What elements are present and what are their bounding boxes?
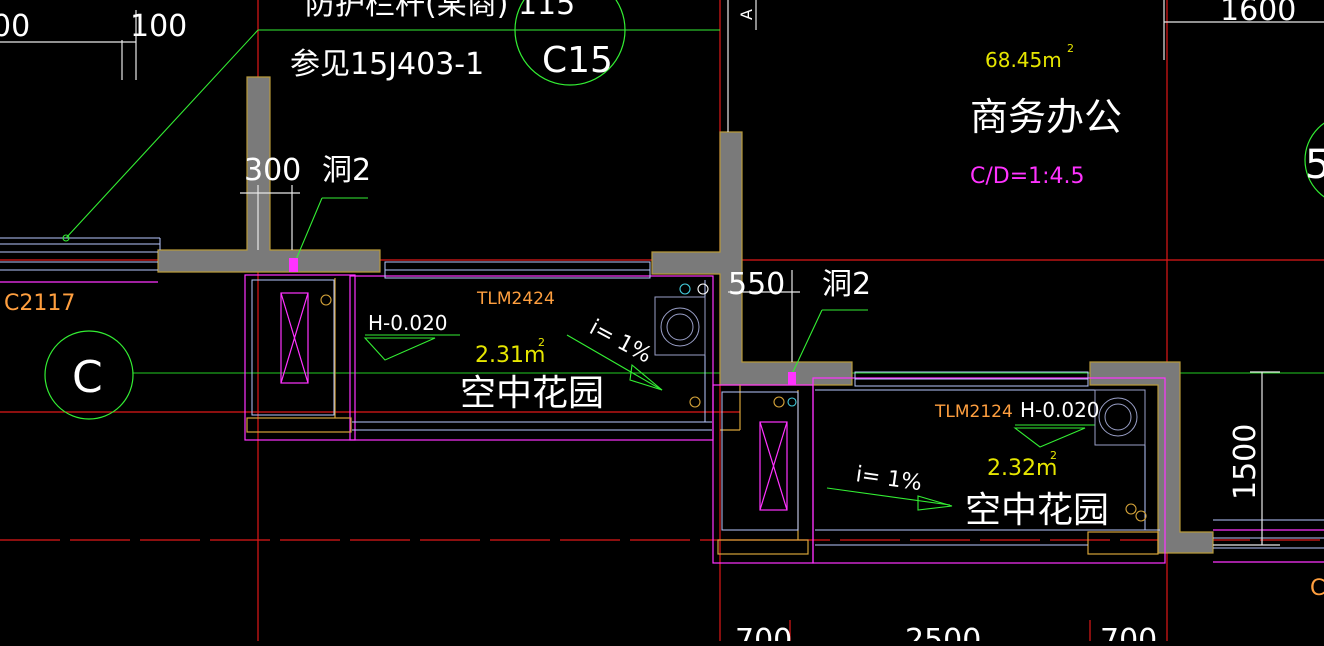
garden-left-area-sup: 2 bbox=[538, 336, 545, 349]
office-ratio: C/D=1:4.5 bbox=[970, 164, 1085, 189]
garden-left-elevation: H-0.020 bbox=[368, 311, 448, 335]
drain-7 bbox=[1125, 503, 1137, 515]
garden-left-slope: i= 1% bbox=[585, 315, 655, 368]
slope-arrow-left-line bbox=[566, 334, 663, 391]
outline-right-garden bbox=[812, 377, 1166, 564]
dim-bottom-700-left: 700 bbox=[735, 623, 792, 641]
drain-3 bbox=[697, 283, 709, 295]
shaft-left-inner bbox=[251, 279, 335, 416]
drain-4 bbox=[689, 396, 701, 408]
garden-right-name: 空中花园 bbox=[965, 490, 1109, 531]
floor-drains bbox=[320, 283, 1147, 522]
garden-left-name: 空中花园 bbox=[460, 373, 604, 414]
ac-unit-left-fan-inner bbox=[666, 313, 694, 341]
ac-unit-left-fan bbox=[660, 307, 700, 347]
office-area: 68.45m bbox=[985, 48, 1062, 72]
axis-bubble-c15 bbox=[514, 0, 626, 86]
garden-left-door: TLM2424 bbox=[476, 289, 555, 309]
axis-bubble-c bbox=[44, 330, 134, 420]
dim-top-left: 00 bbox=[0, 9, 30, 44]
garden-right-area: 2.32m bbox=[987, 456, 1057, 481]
office-area-sup: 2 bbox=[1067, 42, 1074, 55]
slab-outlines bbox=[0, 274, 1324, 564]
dim-wall-300: 300 bbox=[244, 153, 301, 188]
wall-center-t bbox=[651, 131, 853, 386]
hole-marker-left bbox=[289, 258, 298, 272]
bubble-label-right: 5 bbox=[1305, 142, 1324, 188]
shaft-right-inner bbox=[721, 391, 799, 531]
dim-top-1600: 1600 bbox=[1220, 0, 1296, 28]
dim-bottom-700-right: 700 bbox=[1100, 623, 1157, 641]
garden-right-area-sup: 2 bbox=[1050, 449, 1057, 462]
dim-bottom-2500: 2500 bbox=[905, 623, 981, 641]
drain-5 bbox=[773, 396, 785, 408]
window-a-partial: A bbox=[737, 9, 756, 20]
shaft-right-box bbox=[759, 421, 788, 511]
elev-marker-right bbox=[1013, 427, 1086, 448]
curb-right bbox=[717, 539, 809, 555]
leader-rail bbox=[65, 29, 259, 239]
garden-left-area: 2.31m bbox=[475, 343, 545, 368]
railings bbox=[0, 237, 1324, 549]
ac-unit-right bbox=[1094, 389, 1146, 446]
drain-6 bbox=[787, 397, 797, 407]
shaft-left-x2 bbox=[280, 292, 309, 384]
ac-unit-right-fan-inner bbox=[1104, 403, 1132, 431]
outline-left-garden bbox=[349, 275, 714, 441]
slope-arrow-right-head bbox=[917, 495, 953, 511]
dim-wall-550: 550 bbox=[728, 267, 785, 302]
wall-left-l bbox=[157, 76, 381, 273]
leader-hole-left bbox=[294, 197, 323, 263]
note-hole-right: 洞2 bbox=[822, 267, 871, 302]
shaft-left bbox=[280, 292, 309, 384]
slope-arrow-right-line bbox=[826, 487, 951, 506]
ac-unit-right-fan bbox=[1098, 397, 1138, 437]
drain-2 bbox=[679, 283, 691, 295]
drain-8 bbox=[1135, 510, 1147, 522]
shaft-right-x2 bbox=[759, 421, 788, 511]
office-name: 商务办公 bbox=[970, 95, 1122, 139]
elev-marker-left bbox=[363, 337, 436, 361]
garden-right-door: TLM2124 bbox=[934, 402, 1013, 422]
window-c2117: C2117 bbox=[4, 291, 75, 316]
curb-left bbox=[246, 417, 352, 433]
hole-marker-right bbox=[788, 372, 796, 385]
ac-unit-left-body bbox=[654, 296, 706, 356]
slope-arrow-left-head bbox=[629, 363, 663, 391]
shaft-left-box bbox=[280, 292, 309, 384]
bubble-label-c: C bbox=[72, 352, 103, 403]
drain-1 bbox=[320, 294, 332, 306]
leader-rail-dot bbox=[62, 234, 70, 242]
garden-right-elevation: H-0.020 bbox=[1020, 398, 1100, 422]
dim-right-1500: 1500 bbox=[1228, 424, 1263, 500]
axis-bubble-right bbox=[1304, 122, 1324, 198]
frame-lines bbox=[0, 0, 1324, 546]
wall-right-l bbox=[1089, 361, 1214, 554]
shaft-right bbox=[759, 421, 788, 511]
garden-right-slope: i= 1% bbox=[854, 462, 923, 496]
bubble-label-c15: C15 bbox=[542, 40, 613, 81]
bubble-label-bottom-right: C bbox=[1310, 576, 1324, 601]
outline-left-shaft bbox=[244, 274, 356, 441]
leaders bbox=[62, 29, 1095, 511]
leader-hole-right bbox=[791, 309, 823, 375]
note-refer-std: 参见15J403-1 bbox=[290, 47, 484, 82]
ac-unit-left bbox=[654, 296, 706, 356]
ac-unit-right-body bbox=[1094, 389, 1146, 446]
note-top-partial: 防护栏杆(某商) 115 bbox=[305, 0, 575, 22]
curb-far-right bbox=[1087, 531, 1159, 555]
note-hole-left: 洞2 bbox=[322, 153, 371, 188]
dim-top-100: 100 bbox=[130, 9, 187, 44]
